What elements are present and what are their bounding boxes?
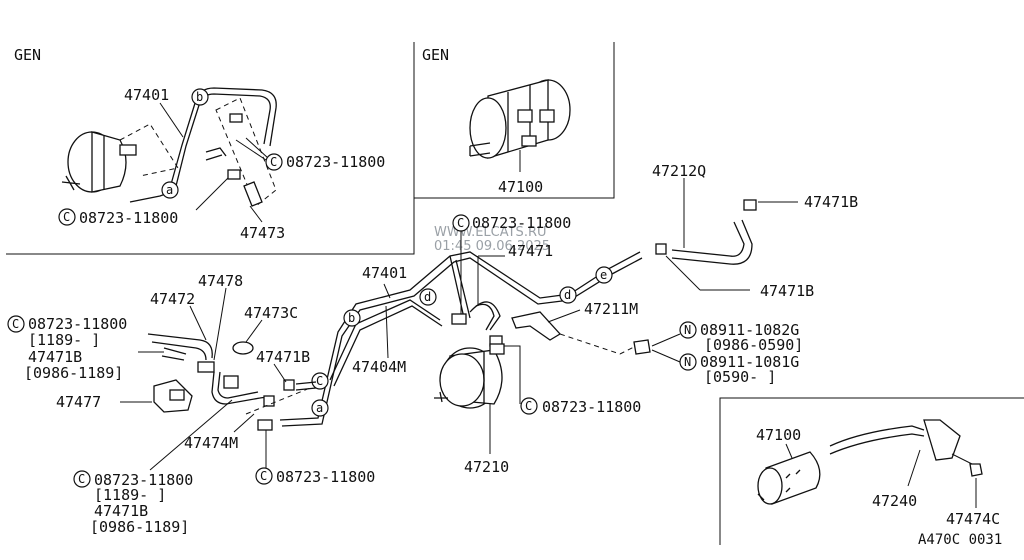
reference-code: A470C 0031	[918, 532, 1002, 548]
label-47471B-d: 47471B	[28, 348, 82, 366]
svg-text:d: d	[564, 288, 571, 302]
label-47404M: 47404M	[352, 358, 406, 376]
label-47212Q: 47212Q	[652, 162, 706, 180]
canister-47210	[434, 343, 505, 409]
callout-b-top	[191, 88, 209, 106]
c-symbol-a	[265, 153, 283, 171]
label-47471: 47471	[508, 242, 553, 260]
svg-text:C: C	[78, 472, 85, 486]
label-47471B-b: 47471B	[760, 282, 814, 300]
date-1189-b: [1189- ]	[94, 486, 166, 504]
label-47240: 47240	[872, 492, 917, 510]
watermark-date: 01:45 09.06.2025	[434, 239, 550, 254]
label-08723-11800-f: 08723-11800	[276, 468, 375, 486]
date-0986-1189-b: [0986-1189]	[90, 518, 189, 536]
label-08723-11800-c: 08723-11800	[472, 214, 571, 232]
vacuum-canister-left	[61, 131, 137, 193]
date-0986-0590: [0986-0590]	[704, 336, 803, 354]
main-assembly: d d e b C a 47212Q 47471B 47471B C 08723…	[7, 162, 858, 536]
gen-box-mid: GEN 47100	[422, 46, 571, 196]
label-08911-1081G: 08911-1081G	[700, 353, 799, 371]
label-47478: 47478	[198, 272, 243, 290]
svg-text:C: C	[63, 210, 70, 224]
label-47473: 47473	[240, 224, 285, 242]
canister-47100-bottom	[757, 451, 821, 505]
label-47471B-c: 47471B	[256, 348, 310, 366]
label-08723-11800-b: 08723-11800	[79, 209, 178, 227]
label-47100-bottom: 47100	[756, 426, 801, 444]
label-47471B-e: 47471B	[94, 502, 148, 520]
date-0986-1189-a: [0986-1189]	[24, 364, 123, 382]
label-08723-11800-a: 08723-11800	[286, 153, 385, 171]
label-47472: 47472	[150, 290, 195, 308]
svg-text:b: b	[348, 311, 355, 325]
svg-text:d: d	[424, 290, 431, 304]
svg-text:N: N	[684, 323, 691, 337]
gen-box-left: GEN 47401 b a C 08723-11	[14, 46, 385, 242]
svg-text:C: C	[12, 317, 19, 331]
svg-text:C: C	[316, 374, 323, 388]
date-0590: [0590- ]	[704, 368, 776, 386]
label-47473C: 47473C	[244, 304, 298, 322]
label-08723-11800-g: 08723-11800	[94, 471, 193, 489]
label-47100-top: 47100	[498, 178, 543, 196]
label-47477: 47477	[56, 393, 101, 411]
svg-text:C: C	[525, 399, 532, 413]
svg-text:a: a	[316, 401, 323, 415]
label-47401-top: 47401	[124, 86, 169, 104]
label-47471B-a: 47471B	[804, 193, 858, 211]
label-47210: 47210	[464, 458, 509, 476]
c-symbol-b	[58, 208, 76, 226]
label-08723-11800-d: 08723-11800	[542, 398, 641, 416]
svg-text:N: N	[684, 355, 691, 369]
label-08911-1082G: 08911-1082G	[700, 321, 799, 339]
label-47474M: 47474M	[184, 434, 238, 452]
canister-47100-top	[469, 79, 571, 159]
svg-text:C: C	[270, 155, 277, 169]
label-47474C: 47474C	[946, 510, 1000, 528]
inset-bottom-right: 47100 47240 47474C A470C 0031	[756, 419, 1002, 548]
svg-text:C: C	[457, 216, 464, 230]
date-1189-a: [1189- ]	[28, 331, 100, 349]
gen-label-left: GEN	[14, 46, 41, 64]
label-47211M: 47211M	[584, 300, 638, 318]
callout-a-top	[161, 181, 179, 199]
svg-text:C: C	[260, 469, 267, 483]
label-47401-main: 47401	[362, 264, 407, 282]
gen-label-mid: GEN	[422, 46, 449, 64]
svg-text:a: a	[166, 183, 173, 197]
inset-frames	[6, 42, 1024, 545]
svg-text:b: b	[196, 90, 203, 104]
svg-text:e: e	[600, 268, 607, 282]
label-08723-11800-e: 08723-11800	[28, 315, 127, 333]
